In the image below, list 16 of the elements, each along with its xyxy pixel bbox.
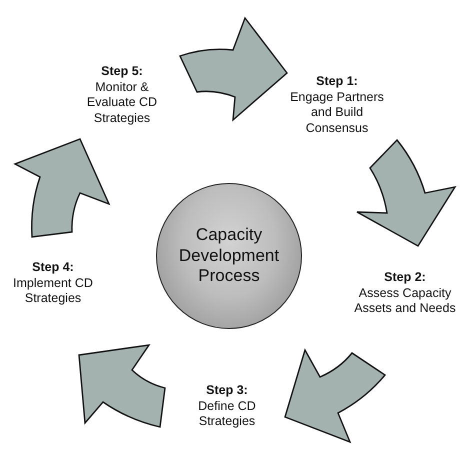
step-number: Step 1: bbox=[316, 74, 358, 90]
step-description: Define CD Strategies bbox=[197, 398, 257, 430]
center-title: Capacity Development Process bbox=[178, 224, 280, 288]
step-description: Assess Capacity Assets and Needs bbox=[353, 286, 457, 317]
curved-block-arrow bbox=[284, 349, 386, 443]
curved-block-arrow bbox=[78, 344, 166, 428]
step-description: Monitor & Evaluate CD Strategies bbox=[86, 80, 158, 126]
step-description: Implement CD Strategies bbox=[12, 276, 94, 307]
step-number: Step 4: bbox=[32, 260, 74, 276]
curved-block-arrow bbox=[14, 138, 110, 238]
curved-block-arrow bbox=[179, 17, 288, 121]
step-number: Step 2: bbox=[384, 270, 426, 286]
step-description: Engage Partners and Build Consensus bbox=[289, 90, 385, 136]
step-number: Step 5: bbox=[101, 64, 143, 80]
curved-block-arrow bbox=[356, 139, 456, 247]
step-number: Step 3: bbox=[206, 383, 248, 399]
